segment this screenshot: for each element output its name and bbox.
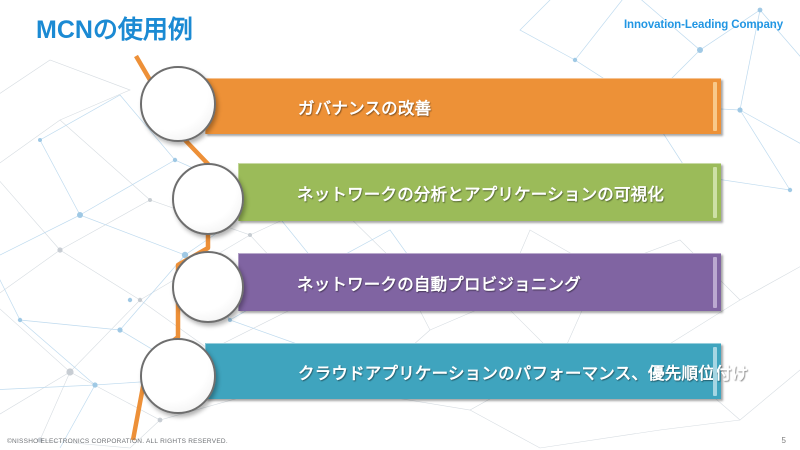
item-circle-3[interactable] <box>172 251 244 323</box>
company-tagline: Innovation-Leading Company <box>623 19 783 31</box>
item-bar-4[interactable]: クラウドアプリケーションのパフォーマンス、優先順位付け <box>205 343 748 399</box>
item-bar-2[interactable]: ネットワークの分析とアプリケーションの可視化 <box>238 163 721 221</box>
footer-copyright: ©NISSHO ELECTRONICS CORPORATION. ALL RIG… <box>7 438 228 445</box>
item-label-4: クラウドアプリケーションのパフォーマンス、優先順位付け <box>298 364 749 383</box>
item-circle-2[interactable] <box>172 163 244 235</box>
bar-accent-4 <box>713 347 717 396</box>
item-label-3: ネットワークの自動プロビジョニング <box>297 275 581 294</box>
item-bar-3[interactable]: ネットワークの自動プロビジョニング <box>238 253 721 311</box>
item-label-2: ネットワークの分析とアプリケーションの可視化 <box>297 185 665 204</box>
item-bar-1[interactable]: ガバナンスの改善 <box>205 78 721 134</box>
item-label-1: ガバナンスの改善 <box>298 99 432 118</box>
page-number: 5 <box>781 436 786 445</box>
bar-accent-3 <box>713 257 717 308</box>
bar-accent-2 <box>713 167 717 218</box>
slide-title: MCNの使用例 <box>36 16 193 44</box>
item-circle-1[interactable] <box>140 66 216 142</box>
bar-accent-1 <box>713 82 717 131</box>
item-circle-4[interactable] <box>140 338 216 414</box>
